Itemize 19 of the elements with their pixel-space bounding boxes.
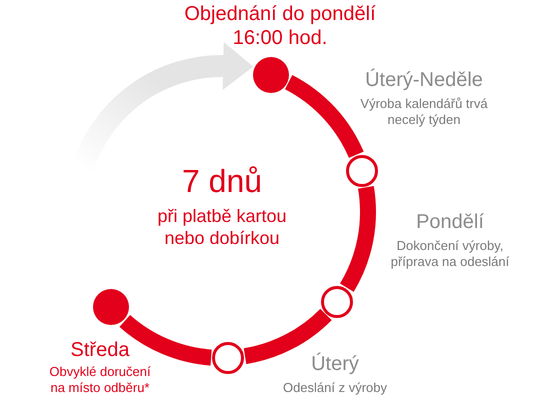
timeline-arc: [284, 75, 364, 158]
day-heading: Pondělí: [415, 210, 485, 234]
step-description: Výroba kalendářů trvá necelý týden: [359, 96, 489, 128]
milestone-dot: [253, 56, 290, 93]
milestone-dot: [93, 289, 130, 326]
duration-number: 7 dnů: [180, 162, 264, 200]
timeline-arc: [340, 186, 376, 292]
payment-note: při platbě kartou nebo dobírkou: [156, 206, 288, 250]
step-description: Obvyklé doručení na místo odběru*: [48, 364, 152, 396]
timeline-arc: [243, 308, 332, 364]
step-description: Dokončení výroby, příprava na odeslání: [390, 238, 510, 270]
day-heading: Středa: [70, 338, 130, 362]
order-deadline-text: Objednání do pondělí 16:00 hod.: [183, 2, 377, 50]
day-heading: Úterý: [310, 352, 360, 376]
milestone-circle: [321, 286, 354, 318]
milestone-circle: [346, 154, 378, 187]
milestone-circle: [212, 342, 244, 374]
step-description: Odeslání z výroby: [282, 380, 388, 396]
day-heading: Úterý-Neděle: [364, 68, 484, 92]
